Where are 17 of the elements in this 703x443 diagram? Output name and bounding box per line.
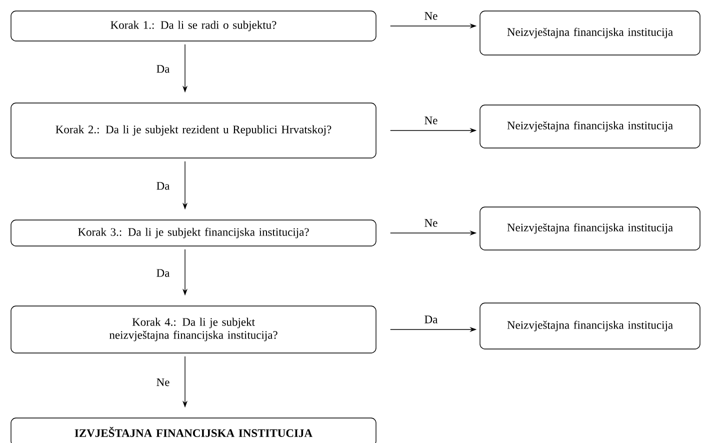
edge-label: Ne bbox=[423, 218, 439, 228]
result-box: Neizvještajna financijska institucija bbox=[480, 10, 700, 56]
result-box: Neizvještajna financijska institucija bbox=[480, 104, 700, 148]
result-box: Neizvještajna financijska institucija bbox=[480, 302, 700, 350]
edge-label: Ne bbox=[423, 116, 439, 126]
step-box: Korak 2.: Da li je subjekt rezident u Republici Hrvatskoj? bbox=[10, 102, 376, 158]
edge-label: Da bbox=[155, 268, 171, 278]
edge-label: Da bbox=[155, 64, 171, 74]
result-box: Neizvještajna financijska institucija bbox=[480, 206, 700, 250]
step-box: Korak 1.: Da li se radi o subjektu? bbox=[10, 10, 376, 42]
edge-label: Ne bbox=[423, 11, 439, 21]
edge-label: Da bbox=[155, 181, 171, 191]
edge-label: Da bbox=[423, 314, 439, 324]
final-box: IZVJEŠTAJNA FINANCIJSKA INSTITUCIJA bbox=[10, 418, 376, 443]
step-box: Korak 3.: Da li je subjekt financijska institucija? bbox=[10, 220, 376, 246]
edge-label: Ne bbox=[155, 377, 171, 388]
step-box: Korak 4.: Da li je subjekt neizvještajna financijska institucija? bbox=[10, 306, 376, 354]
